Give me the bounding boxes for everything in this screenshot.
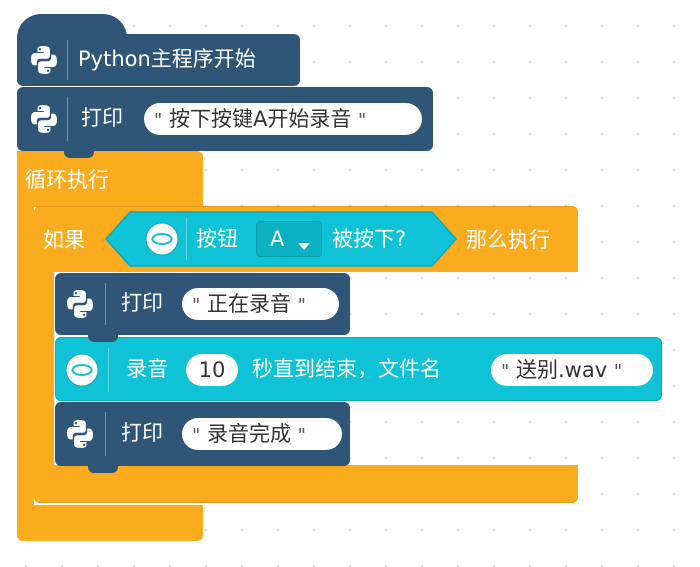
print-text-value: 正在录音: [206, 292, 291, 316]
print-label: 打印: [81, 106, 123, 130]
record-block[interactable]: 录音 10 秒直到结束，文件名 " 送别.wav ": [55, 337, 662, 401]
print-text-input[interactable]: " 录音完成 ": [182, 418, 342, 450]
button-pressed-condition[interactable]: 按钮 A 被按下?: [104, 210, 458, 268]
print-text-input[interactable]: " 正在录音 ": [182, 288, 339, 320]
record-seconds-value: 10: [198, 358, 226, 382]
connector-notch: [88, 465, 118, 473]
start-block-label: Python主程序开始: [78, 47, 256, 71]
if-label: 如果: [43, 228, 85, 252]
connector-notch: [88, 334, 118, 342]
loop-block-bottom: [17, 505, 203, 541]
print-label: 打印: [121, 421, 163, 445]
if-block-arm: [34, 271, 54, 466]
python-icon: [27, 43, 61, 77]
board-icon: [144, 221, 180, 257]
python-main-start-block[interactable]: Python主程序开始: [17, 14, 300, 86]
condition-suffix: 被按下?: [332, 227, 407, 251]
print-text-input[interactable]: " 按下按键A开始录音 ": [144, 103, 422, 135]
loop-label: 循环执行: [25, 168, 109, 192]
print-text-value: 按下按键A开始录音: [168, 107, 352, 131]
then-label: 那么执行: [466, 228, 550, 252]
connector-notch: [64, 150, 94, 158]
print-text-value: 录音完成: [206, 422, 291, 446]
record-middle-text: 秒直到结束，文件名: [252, 357, 441, 381]
python-icon: [63, 417, 97, 451]
print-label: 打印: [121, 291, 163, 315]
chevron-down-icon: [298, 236, 310, 255]
record-label: 录音: [126, 357, 168, 381]
record-seconds-input[interactable]: 10: [186, 354, 238, 386]
record-filename-value: 送别.wav: [515, 358, 608, 382]
print-block-1[interactable]: 打印 " 按下按键A开始录音 ": [17, 87, 433, 151]
record-filename-input[interactable]: " 送别.wav ": [491, 354, 653, 386]
python-icon: [27, 102, 61, 136]
loop-block-arm: [17, 206, 34, 506]
python-icon: [63, 287, 97, 321]
board-icon: [64, 352, 100, 388]
button-select-value: A: [270, 227, 285, 251]
if-block-bottom: [34, 465, 578, 503]
print-block-3[interactable]: 打印 " 录音完成 ": [55, 402, 350, 466]
print-block-2[interactable]: 打印 " 正在录音 ": [55, 273, 350, 335]
loop-block[interactable]: [17, 151, 203, 207]
condition-prefix: 按钮: [196, 227, 238, 251]
button-select-dropdown[interactable]: A: [256, 221, 322, 257]
